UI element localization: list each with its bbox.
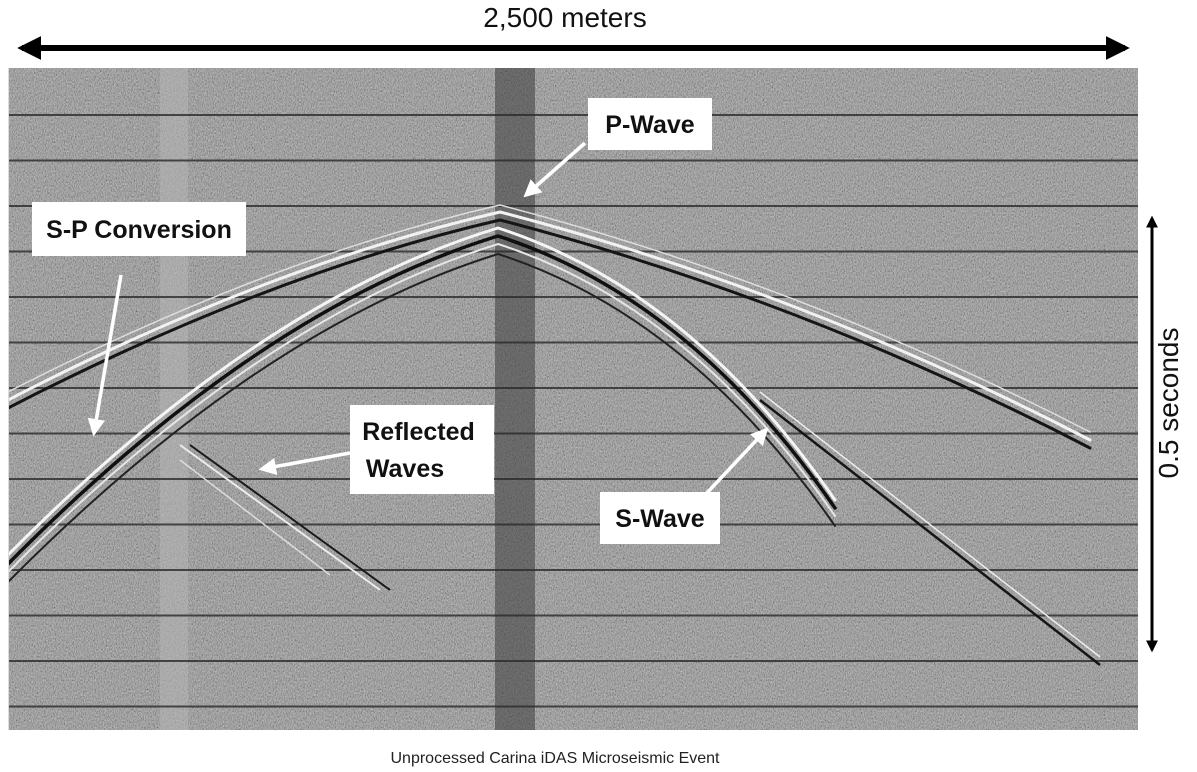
reflected-wave-arrivals — [179, 444, 391, 591]
time-dimension: 0.5 seconds — [1146, 215, 1184, 653]
reflected-waves-label: Reflected Waves — [362, 418, 482, 483]
p-wave-arrow — [523, 141, 587, 198]
s-wave-label: S-Wave — [615, 505, 704, 533]
s-wave-arrival — [759, 391, 1101, 666]
reflected-waves-label-line-2: Waves — [366, 455, 444, 483]
p-wave-arrival — [8, 226, 837, 583]
s-p-conversion-annotation: S-P Conversion — [32, 202, 246, 437]
s-p-conversion-label-box — [32, 202, 246, 256]
s-wave-annotation: S-Wave — [600, 427, 769, 544]
width-dimension: 2,500 meters — [17, 2, 1130, 60]
reflected-waves-label-box — [350, 405, 494, 494]
p-wave-label-box — [588, 98, 712, 150]
reflected-waves-arrow — [258, 451, 351, 476]
reflected-waves-annotation: Reflected Waves — [258, 405, 494, 494]
p-wave-annotation: P-Wave — [523, 98, 712, 198]
s-wave-arrow — [703, 427, 769, 497]
s-p-conversion-arrival — [8, 204, 1092, 450]
s-p-conversion-label: S-P Conversion — [46, 216, 232, 244]
time-dimension-label: 0.5 seconds — [1153, 328, 1184, 479]
figure-caption: Unprocessed Carina iDAS Microseismic Eve… — [391, 750, 721, 767]
s-wave-label-box — [600, 492, 720, 544]
seismic-panel — [8, 68, 1138, 730]
dark-channel-band — [495, 68, 535, 730]
s-p-conversion-arrow — [87, 274, 123, 437]
p-wave-label: P-Wave — [605, 111, 694, 139]
reflected-waves-label-line-1: Reflected — [362, 418, 475, 446]
left-tick-strip — [8, 68, 9, 730]
width-dimension-label: 2,500 meters — [483, 2, 646, 33]
